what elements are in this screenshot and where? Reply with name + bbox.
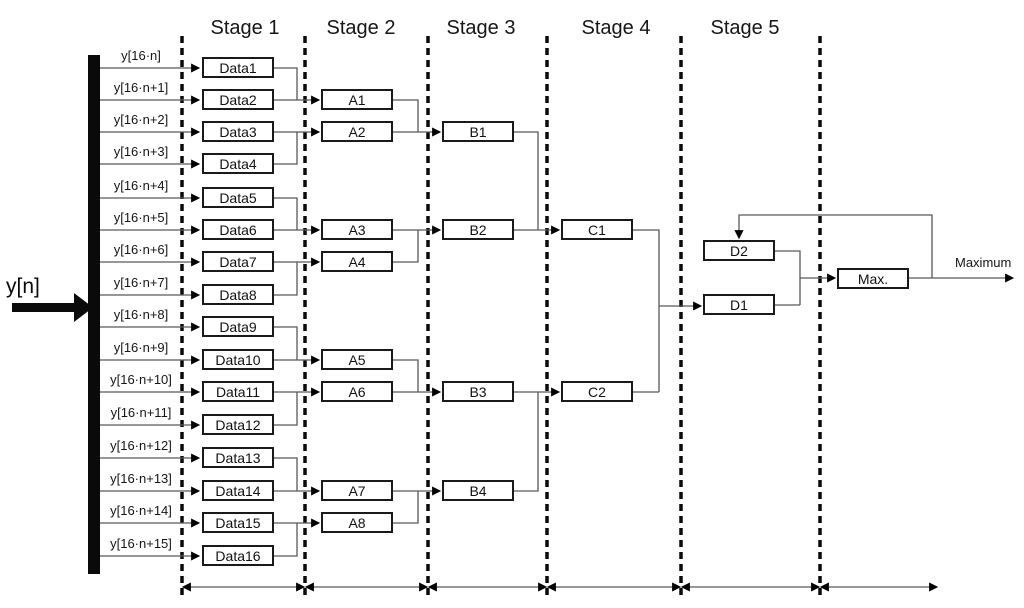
input-label-11: y[16·n+11] [110, 405, 172, 420]
node-data12: Data12 [202, 414, 274, 435]
node-a1: A1 [321, 89, 393, 110]
node-a4: A4 [321, 251, 393, 272]
stage-label-3: Stage 3 [446, 17, 516, 39]
input-label-1: y[16·n+1] [113, 80, 169, 95]
node-a5: A5 [321, 349, 393, 370]
input-label-13: y[16·n+13] [110, 471, 172, 486]
feedback-line [734, 214, 933, 278]
input-label-6: y[16·n+6] [113, 242, 169, 257]
input-label-2: y[16·n+2] [113, 112, 169, 127]
node-data9: Data9 [202, 316, 274, 337]
node-data2: Data2 [202, 89, 274, 110]
node-d2: D2 [703, 240, 775, 261]
input-label-3: y[16·n+3] [113, 144, 169, 159]
node-a6: A6 [321, 381, 393, 402]
node-data15: Data15 [202, 512, 274, 533]
node-data13: Data13 [202, 447, 274, 468]
node-data7: Data7 [202, 251, 274, 272]
node-a8: A8 [321, 512, 393, 533]
node-b2: B2 [442, 219, 514, 240]
node-c1: C1 [561, 219, 633, 240]
node-d1: D1 [703, 294, 775, 315]
input-label-10: y[16·n+10] [110, 372, 172, 387]
input-label-8: y[16·n+8] [113, 307, 169, 322]
node-b3: B3 [442, 381, 514, 402]
node-data8: Data8 [202, 284, 274, 305]
input-label-5: y[16·n+5] [113, 210, 169, 225]
node-data14: Data14 [202, 480, 274, 501]
input-label-12: y[16·n+12] [110, 438, 172, 453]
merge-connectors [274, 67, 801, 557]
stage-label-2: Stage 2 [326, 17, 396, 39]
node-data1: Data1 [202, 57, 274, 78]
output-maximum-label: Maximum [955, 255, 1012, 270]
node-data5: Data5 [202, 187, 274, 208]
input-label-14: y[16·n+14] [110, 503, 172, 518]
input-lines [100, 63, 201, 561]
input-signal-label: y[n] [6, 275, 40, 298]
node-data16: Data16 [202, 545, 274, 566]
stage-label-1: Stage 1 [210, 17, 280, 39]
node-max: Max. [837, 268, 909, 289]
node-a2: A2 [321, 121, 393, 142]
node-data6: Data6 [202, 219, 274, 240]
node-b4: B4 [442, 480, 514, 501]
stage-separator-lines [180, 36, 822, 597]
stage-label-5: Stage 5 [710, 17, 780, 39]
node-data4: Data4 [202, 153, 274, 174]
node-b1: B1 [442, 121, 514, 142]
node-c2: C2 [561, 381, 633, 402]
node-a7: A7 [321, 480, 393, 501]
input-bus-bar [88, 55, 100, 574]
node-data11: Data11 [202, 381, 274, 402]
node-data10: Data10 [202, 349, 274, 370]
input-label-0: y[16·n] [121, 48, 161, 63]
input-arrow [12, 293, 93, 322]
input-label-4: y[16·n+4] [113, 178, 169, 193]
stage-arrows [274, 95, 837, 528]
stage-label-4: Stage 4 [581, 17, 651, 39]
input-label-9: y[16·n+9] [113, 340, 169, 355]
node-a3: A3 [321, 219, 393, 240]
node-data3: Data3 [202, 121, 274, 142]
input-label-7: y[16·n+7] [113, 275, 169, 290]
input-label-15: y[16·n+15] [110, 536, 172, 551]
